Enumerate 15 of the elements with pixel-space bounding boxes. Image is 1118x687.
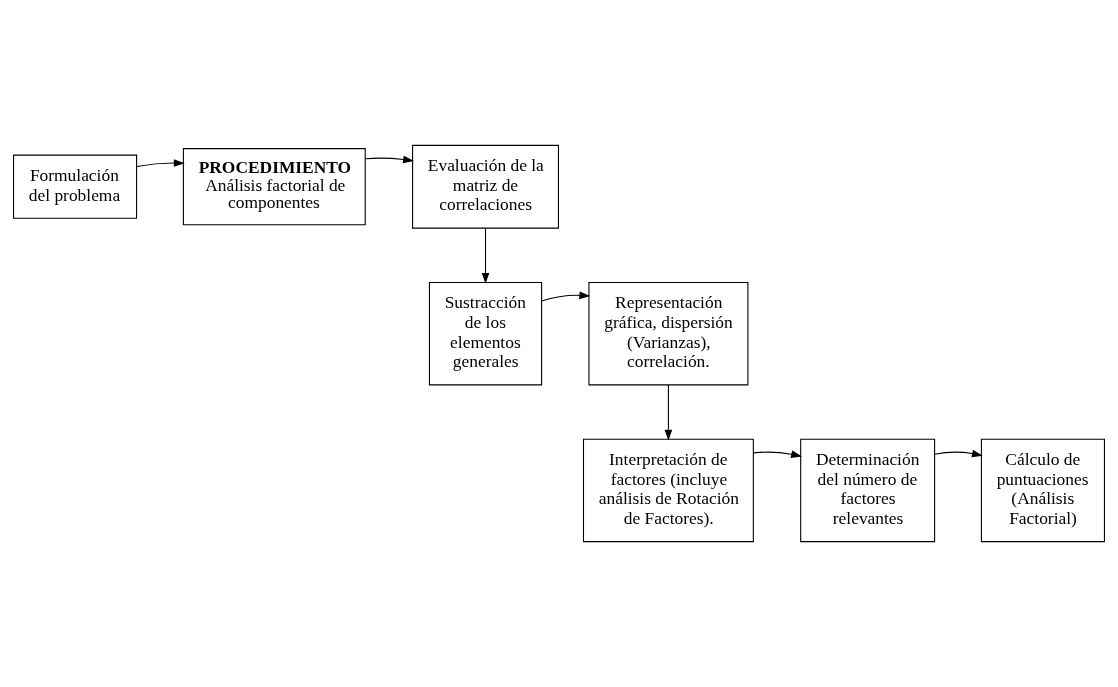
node-box: Sustracción de los elementos generales bbox=[428, 282, 543, 386]
arrow bbox=[753, 450, 802, 458]
arrow bbox=[364, 155, 414, 164]
node-box: Representación gráfica, dispersión (Varianzas), correlación. bbox=[588, 282, 749, 386]
node-box: Evaluación de la matriz de correlaciones bbox=[412, 144, 559, 229]
node-box: Cálculo de puntuaciones (Análisis Factorial) bbox=[980, 438, 1105, 543]
arrow bbox=[541, 291, 591, 302]
arrow bbox=[664, 384, 673, 441]
node-box: Determinación del número de factores relevantes bbox=[800, 438, 936, 543]
arrow bbox=[481, 227, 490, 284]
node-box: Formulación del problema bbox=[13, 154, 138, 219]
node-box: PROCEDIMIENTO Análisis factorial de componentes bbox=[182, 148, 366, 226]
node-box: Interpretación de factores (incluye análisis de Rotación de Factores). bbox=[582, 438, 754, 543]
arrow bbox=[136, 159, 185, 167]
arrow bbox=[934, 449, 983, 458]
